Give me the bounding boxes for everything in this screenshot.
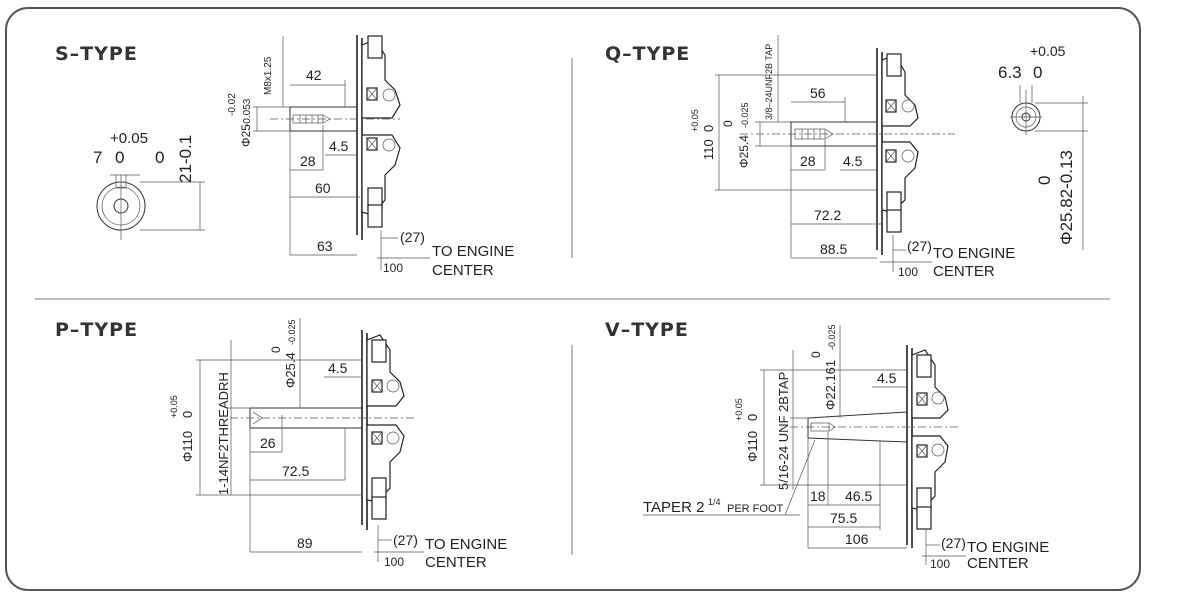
s-center: CENTER	[432, 262, 494, 279]
q-dim-72-2: 72.2	[814, 207, 841, 223]
s-type-section: S–TYPE M8x1	[55, 35, 514, 279]
s-dia-tol: -0.053	[242, 98, 253, 127]
s-shaft	[270, 106, 400, 132]
q-shaft	[740, 121, 955, 147]
q-dim-88-5: 88.5	[820, 241, 847, 257]
p-type-title: P–TYPE	[55, 319, 138, 341]
s-key-zero: 0	[155, 148, 164, 167]
v-center: CENTER	[967, 555, 1029, 572]
p-dim-26: 26	[260, 435, 276, 451]
p-dim-89: 89	[297, 535, 313, 551]
q-key-width: 6.3	[998, 63, 1022, 82]
v-dim-27: (27)	[941, 535, 966, 551]
q-center: CENTER	[933, 263, 995, 280]
v-type-section: V–TYPE Φ22.161 -0.025	[605, 319, 1049, 572]
v-flange: Φ110	[745, 431, 760, 462]
p-to-engine: TO ENGINE	[425, 536, 507, 553]
v-dim-46-5: 46.5	[845, 488, 872, 504]
v-shaft	[790, 411, 960, 443]
s-dim-60: 60	[315, 180, 331, 196]
s-dim-28: 28	[300, 153, 316, 169]
v-dia-zero: 0	[809, 351, 823, 358]
v-engine-housing	[906, 345, 949, 548]
p-type-section: P–TYPE Φ25.4 -0.025 0	[55, 318, 507, 571]
p-dia-zero: 0	[269, 346, 283, 353]
s-dim-27: (27)	[400, 229, 425, 245]
v-dim-4-5: 4.5	[877, 370, 897, 386]
q-dim-28: 28	[800, 153, 816, 169]
s-thread-label: M8x1.25	[263, 56, 274, 95]
v-taper-label: TAPER 2	[643, 499, 704, 516]
s-dimensions: M8x1.25 Φ25 -0.053 -0.02 42 28 4.5 60 63…	[227, 36, 514, 279]
q-tap-label: 3/8–24UNF2B TAP	[764, 44, 774, 120]
v-to-engine: TO ENGINE	[967, 539, 1049, 556]
q-dia-main: Φ25.4	[737, 135, 751, 168]
v-dim-100: 100	[930, 557, 950, 571]
v-dimensions: Φ22.161 -0.025 0 5/16-24 UNF 2BTAP Φ110 …	[643, 324, 1049, 572]
s-key-end-view: 7 0 +0.05 0 21-0.1	[93, 130, 205, 240]
q-dimensions: 3/8–24UNF2B TAP Φ25.4 -0.025 0 110 0 +0.…	[690, 35, 1015, 280]
v-dim-75-5: 75.5	[830, 510, 857, 526]
q-key-end-view: 6.3 0 +0.05 Φ25.82-0.13 0	[998, 43, 1088, 250]
v-taper-suffix: PER FOOT	[727, 503, 784, 515]
s-key-width: 7	[93, 148, 102, 167]
v-dia-tol: -0.025	[827, 324, 837, 350]
s-key-height: 21-0.1	[176, 135, 195, 183]
q-flange-zero: 0	[701, 125, 716, 132]
q-dia-tol: -0.025	[740, 102, 750, 128]
s-to-engine: TO ENGINE	[432, 243, 514, 260]
p-dim-4-5: 4.5	[328, 360, 348, 376]
q-to-engine: TO ENGINE	[933, 245, 1015, 262]
q-dim-27: (27)	[907, 238, 932, 254]
v-flange-zero: 0	[745, 414, 760, 421]
q-key-tol: +0.05	[1030, 43, 1066, 59]
s-key-tol: +0.05	[110, 130, 148, 147]
p-flange: Φ110	[180, 431, 195, 462]
s-engine-housing	[356, 35, 401, 240]
s-dim-4-5: 4.5	[329, 138, 349, 154]
v-taper-fraction: 1/4	[708, 497, 721, 507]
v-type-title: V–TYPE	[605, 319, 689, 341]
q-dim-100: 100	[898, 265, 918, 279]
q-type-title: Q–TYPE	[605, 43, 690, 65]
p-dim-27: (27)	[393, 532, 418, 548]
p-engine-housing	[361, 330, 405, 530]
p-dia-tol: -0.025	[287, 319, 297, 345]
q-key-width-zero: 0	[1033, 63, 1042, 82]
p-thread-label: 1-14NF2THREADRH	[216, 372, 231, 495]
q-dim-4-5: 4.5	[843, 153, 863, 169]
q-type-section: Q–TYPE 3/8–24UNF2B TAP	[605, 35, 1088, 280]
v-tap-label: 5/16-24 UNF 2BTAP	[776, 372, 791, 490]
q-key-height: Φ25.82-0.13	[1057, 150, 1076, 245]
outer-frame	[5, 7, 1141, 591]
s-dia-tol-top: -0.02	[227, 93, 238, 116]
p-flange-tol: +0.05	[169, 395, 179, 418]
q-engine-housing	[876, 48, 919, 255]
q-dia-zero: 0	[721, 120, 735, 127]
p-dim-72-5: 72.5	[282, 463, 309, 479]
s-key-width-zero: 0	[115, 148, 124, 167]
p-shaft	[230, 407, 415, 429]
p-dim-100: 100	[384, 555, 404, 569]
p-dimensions: Φ25.4 -0.025 0 1-14NF2THREADRH Φ110 0 +0…	[169, 318, 507, 571]
q-flange-tol: +0.05	[690, 109, 700, 132]
v-dim-18: 18	[810, 488, 826, 504]
s-type-title: S–TYPE	[55, 43, 138, 65]
p-center: CENTER	[425, 554, 487, 571]
p-flange-zero: 0	[180, 411, 195, 418]
s-dia-main: Φ25	[239, 124, 253, 147]
s-dim-100: 100	[383, 261, 403, 275]
v-dia-main: Φ22.161	[823, 360, 838, 410]
s-dim-63: 63	[317, 238, 333, 254]
v-dim-106: 106	[845, 531, 869, 547]
v-flange-tol: +0.05	[734, 398, 744, 421]
q-dim-56: 56	[810, 85, 826, 101]
p-dia-main: Φ25.4	[283, 352, 298, 388]
s-dim-42: 42	[306, 67, 322, 83]
q-flange: 110	[701, 139, 716, 160]
q-key-height-zero: 0	[1035, 176, 1054, 185]
